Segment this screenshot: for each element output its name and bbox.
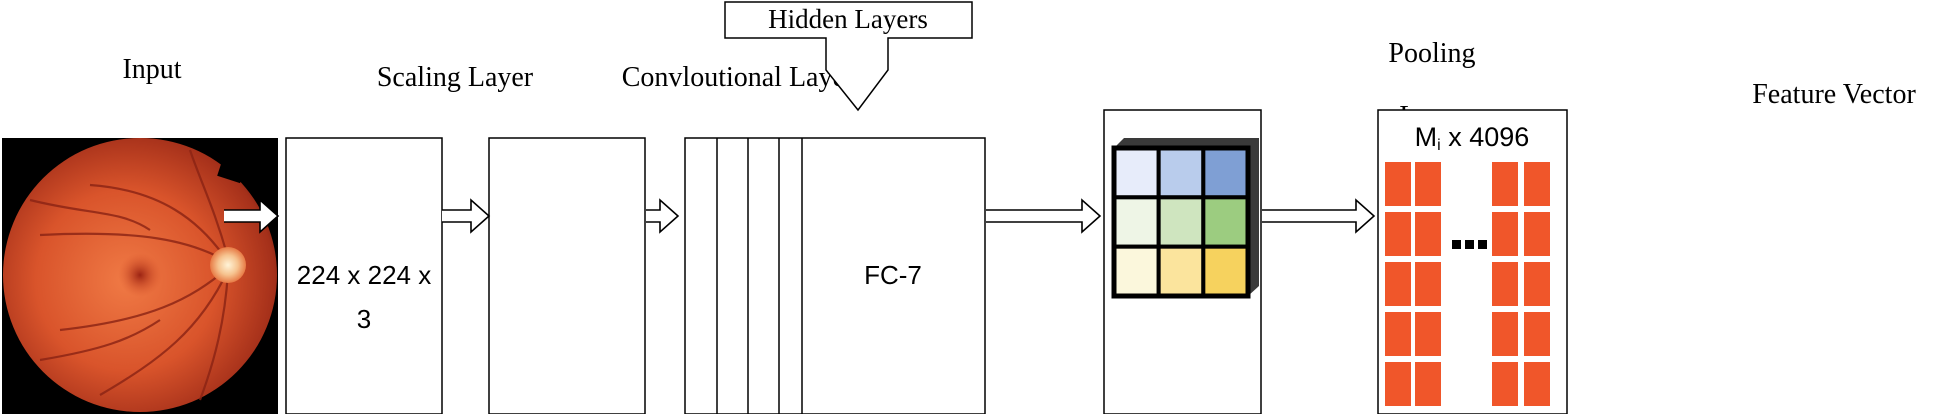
double-line-arrow-icon [986,198,1102,234]
feature-cells [1385,162,1550,406]
ellipsis-icon [1452,240,1487,249]
feature-cell [1415,362,1441,406]
feature-size-label: Mi x 4096 [1415,122,1530,154]
fc7-label: FC-7 [864,260,922,290]
feature-cell [1415,312,1441,356]
pool-cell [1112,244,1161,299]
feature-cell [1385,312,1411,356]
feature-cell [1415,212,1441,256]
pool-cell [1156,146,1206,200]
feature-cell [1524,312,1550,356]
feature-cell [1492,212,1518,256]
feature-cell [1492,162,1518,206]
pool-cell [1201,195,1251,249]
feature-cell [1385,162,1411,206]
pool-cell [1201,244,1251,299]
pool-cell [1156,195,1206,249]
pool-cell [1112,146,1161,200]
feature-cell [1385,362,1411,406]
feature-cell [1524,262,1550,306]
pool-cell [1156,244,1206,299]
pooling-cube-icon [1111,138,1259,299]
flow-arrows [224,198,1376,234]
scaling-dims-line2: 3 [357,304,371,334]
convolutional-layer-label: Convloutional Layer [622,62,855,93]
feature-cell [1415,262,1441,306]
feature-cell [1385,212,1411,256]
pool-cell [1201,146,1251,200]
scaling-layer-box [285,137,443,414]
convolutional-layer-box [488,137,646,414]
double-line-arrow-icon [442,198,491,234]
feature-cell [1415,162,1441,206]
pooling-layer-label-line1: Pooling [1388,38,1475,69]
double-line-arrow-icon [224,198,280,234]
pool-cell [1112,195,1161,249]
feature-cell [1492,362,1518,406]
hidden-layers-callout [724,1,973,112]
feature-cell [1492,312,1518,356]
feature-cell [1492,262,1518,306]
feature-cell [1524,212,1550,256]
hidden-layers-stack [684,137,986,414]
feature-cell [1524,162,1550,206]
hidden-layers-label: Hidden Layers [768,4,928,34]
feature-cell [1524,362,1550,406]
scaling-layer-label: Scaling Layer [377,62,534,93]
retina-image [2,138,278,414]
input-label: Input [122,54,181,85]
feature-vector-label: Feature Vector [1752,79,1916,110]
scaling-dims-line1: 224 x 224 x [297,260,431,290]
double-line-arrow-icon [1262,198,1376,234]
feature-cell [1385,262,1411,306]
double-line-arrow-icon [646,198,680,234]
